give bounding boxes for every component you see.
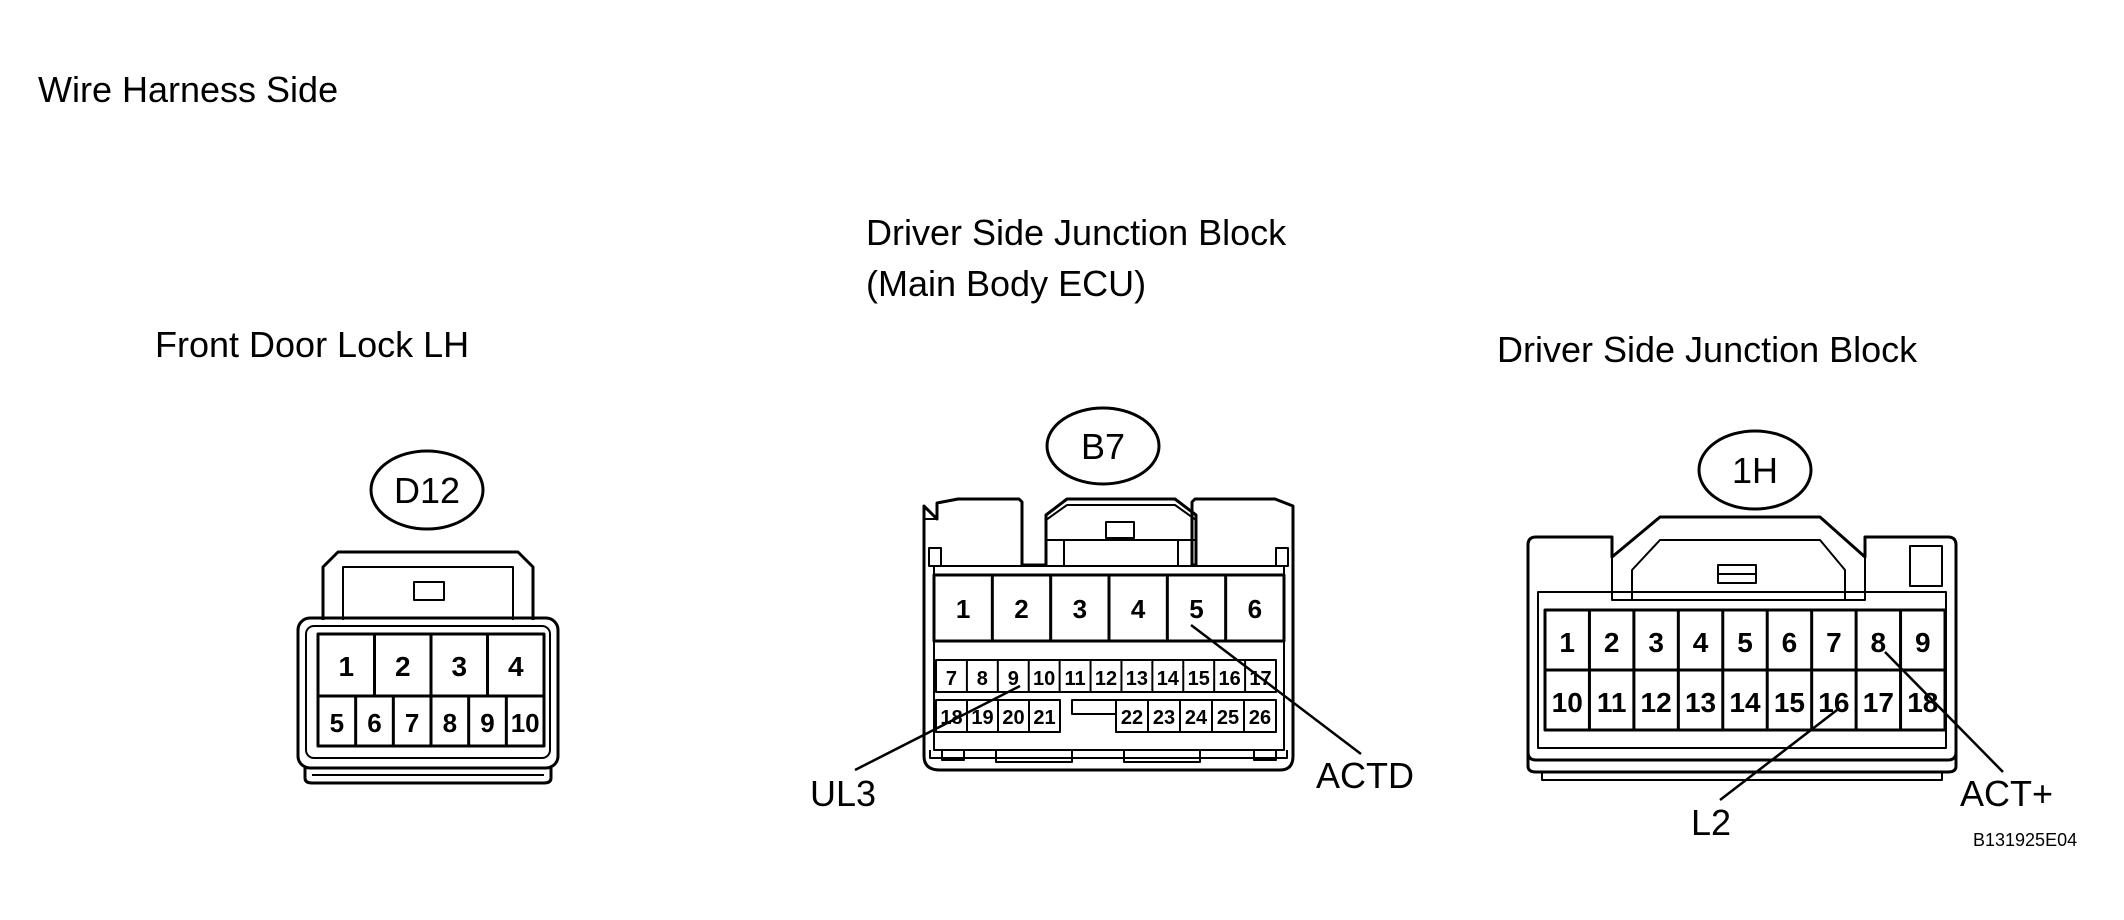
d12-pin-label: 4 bbox=[508, 651, 524, 682]
h1-pin-label: 1 bbox=[1559, 627, 1575, 658]
h1-pin-label: 17 bbox=[1863, 687, 1894, 718]
d12-pin-label: 7 bbox=[405, 708, 419, 738]
b7-pin-label: 25 bbox=[1217, 707, 1239, 729]
d12-pin-label: 10 bbox=[511, 708, 540, 738]
b7-pin-label: 2 bbox=[1014, 594, 1028, 624]
1h-code-label: 1H bbox=[1732, 450, 1778, 491]
1h-code-ellipse bbox=[1697, 429, 1813, 511]
h1-pin-label: 7 bbox=[1826, 627, 1842, 658]
h1-pin-label: 2 bbox=[1604, 627, 1620, 658]
d12-latch bbox=[321, 550, 535, 620]
page-title: Wire Harness Side bbox=[38, 69, 339, 110]
h1-pin-label: 10 bbox=[1552, 687, 1583, 718]
b7-pin-label: 8 bbox=[977, 668, 988, 690]
b7-pin-label: 4 bbox=[1131, 594, 1146, 624]
d12-connector-title: Front Door Lock LH bbox=[155, 324, 470, 365]
l2-callout-label: L2 bbox=[1691, 802, 1732, 843]
act-plus-callout-label: ACT+ bbox=[1960, 773, 2054, 814]
act-plus-callout-line bbox=[1884, 651, 2004, 773]
b7-pin-label: 9 bbox=[1008, 668, 1019, 690]
d12-pin-label: 6 bbox=[367, 708, 381, 738]
1h-connector-title: Driver Side Junction Block bbox=[1497, 329, 1918, 370]
d12-code-ellipse bbox=[369, 449, 485, 531]
h1-pin-label: 11 bbox=[1597, 687, 1627, 718]
h1-pin-label: 4 bbox=[1693, 627, 1709, 658]
ul3-callout-label: UL3 bbox=[810, 773, 877, 814]
h1-pin-label: 13 bbox=[1685, 687, 1716, 718]
d12-pin-label: 3 bbox=[451, 651, 467, 682]
b7-pin-label: 12 bbox=[1095, 668, 1117, 690]
b7-pin-label: 14 bbox=[1157, 668, 1180, 690]
b7-pin-label: 16 bbox=[1219, 668, 1241, 690]
b7-pin-label: 19 bbox=[971, 707, 993, 729]
h1-pin-label: 6 bbox=[1782, 627, 1798, 658]
d12-code-label: D12 bbox=[394, 470, 460, 511]
l2-callout-line bbox=[1719, 709, 1838, 801]
b7-pin-label: 5 bbox=[1189, 594, 1203, 624]
b7-code-ellipse bbox=[1045, 406, 1161, 486]
actd-callout-label: ACTD bbox=[1316, 755, 1414, 796]
h1-pin-label: 5 bbox=[1737, 627, 1753, 658]
b7-connector-title-line2: (Main Body ECU) bbox=[866, 263, 1147, 304]
b7-pin-label: 6 bbox=[1248, 594, 1262, 624]
d12-pin-label: 9 bbox=[480, 708, 494, 738]
ul3-callout-line bbox=[854, 684, 1021, 772]
d12-pin-label: 1 bbox=[338, 651, 354, 682]
b7-pin-label: 22 bbox=[1121, 707, 1143, 729]
h1-pin-label: 8 bbox=[1871, 627, 1887, 658]
d12-pin-label: 5 bbox=[330, 708, 344, 738]
b7-pin-label: 21 bbox=[1033, 707, 1055, 729]
b7-pin-label: 1 bbox=[956, 594, 970, 624]
b7-pin-label: 15 bbox=[1188, 668, 1210, 690]
b7-pin-label: 10 bbox=[1033, 668, 1055, 690]
b7-pin-label: 3 bbox=[1073, 594, 1087, 624]
b7-pin-label: 26 bbox=[1249, 707, 1271, 729]
b7-connector-title-line1: Driver Side Junction Block bbox=[866, 212, 1287, 253]
b7-pin-label: 13 bbox=[1126, 668, 1148, 690]
h1-pin-label: 14 bbox=[1729, 687, 1761, 718]
h1-pin-label: 15 bbox=[1774, 687, 1805, 718]
d12-pin-label: 2 bbox=[395, 651, 411, 682]
1h-housing bbox=[1526, 515, 1958, 762]
figure-code: B131925E04 bbox=[1973, 830, 2078, 850]
d12-pin-label: 8 bbox=[443, 708, 457, 738]
h1-pin-label: 3 bbox=[1648, 627, 1664, 658]
b7-pin-label: 20 bbox=[1002, 707, 1024, 729]
d12-body bbox=[296, 616, 560, 770]
h1-pin-label: 12 bbox=[1641, 687, 1672, 718]
b7-pin-label: 7 bbox=[946, 668, 957, 690]
b7-code-label: B7 bbox=[1081, 426, 1125, 467]
b7-pin-label: 24 bbox=[1185, 707, 1208, 729]
b7-pin-label: 11 bbox=[1065, 668, 1086, 690]
b7-pin-label: 23 bbox=[1153, 707, 1175, 729]
actd-callout-line bbox=[1190, 624, 1362, 755]
h1-pin-label: 9 bbox=[1915, 627, 1931, 658]
